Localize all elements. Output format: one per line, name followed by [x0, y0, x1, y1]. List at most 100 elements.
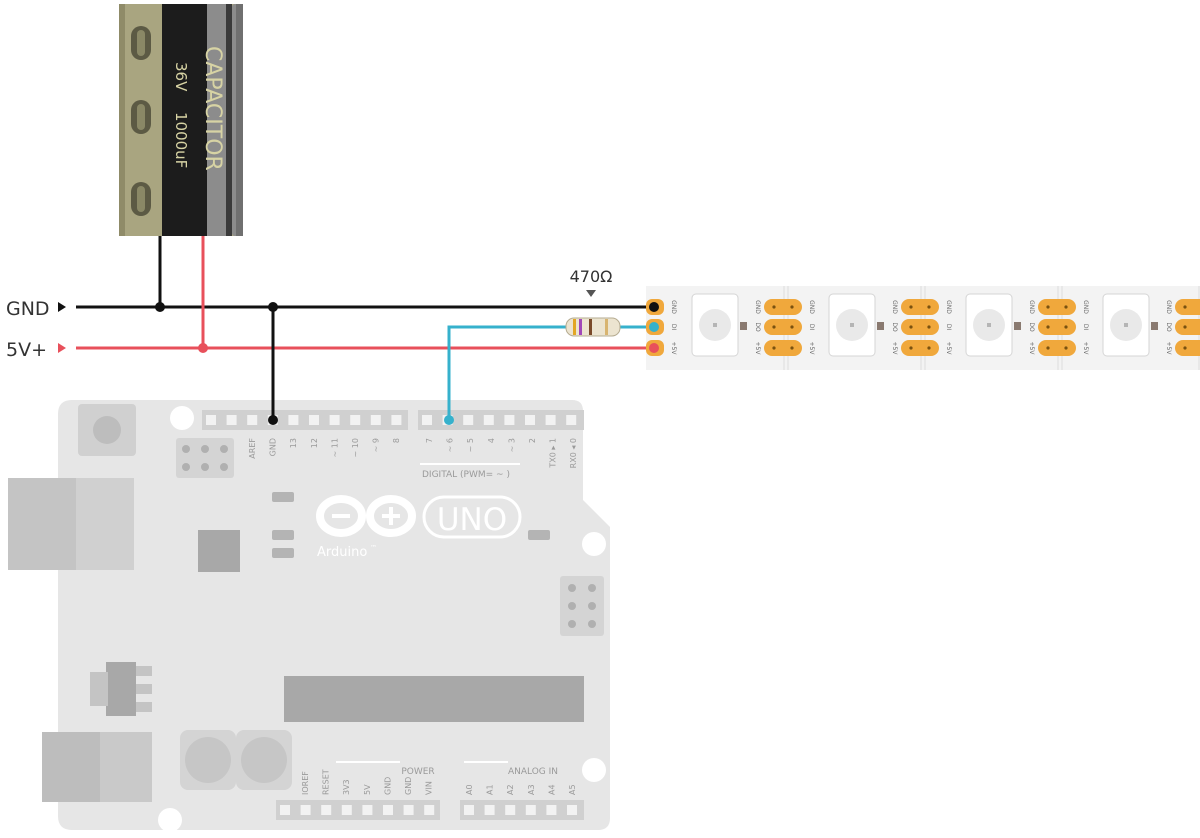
- gnd-junction: [155, 302, 165, 312]
- pin-label: ~ 3: [507, 438, 516, 452]
- strip-pad-label: +5V: [1082, 342, 1089, 356]
- strip-pad-label: +5V: [891, 342, 898, 356]
- header-pin-hole[interactable]: [247, 415, 258, 425]
- arduino-gnd-pin-dot: [268, 415, 278, 425]
- header-pin-hole[interactable]: [566, 415, 577, 425]
- header-pin-hole[interactable]: [226, 415, 237, 425]
- uno-logo-text: UNO: [437, 502, 507, 538]
- pin-label: ~ 5: [466, 438, 475, 452]
- header-pin-hole[interactable]: [483, 415, 494, 425]
- header-pin-hole[interactable]: [321, 805, 332, 815]
- resistor-band: [605, 319, 608, 335]
- gnd-arrow-icon: [58, 302, 66, 312]
- header-pin-hole[interactable]: [288, 415, 299, 425]
- header-pin-hole[interactable]: [525, 805, 536, 815]
- strip-gnd-dot: [649, 302, 659, 312]
- pin-label: IOREF: [301, 771, 310, 795]
- header-pin-hole[interactable]: [206, 415, 216, 425]
- header-pin-hole[interactable]: [403, 805, 414, 815]
- header-pin-hole[interactable]: [567, 805, 577, 815]
- mounting-hole: [158, 808, 182, 832]
- power-header: [276, 800, 440, 820]
- header-pin-hole[interactable]: [280, 805, 290, 815]
- pin-label: 4: [487, 438, 496, 443]
- pin-label: GND: [269, 438, 278, 456]
- header-pin-hole[interactable]: [350, 415, 361, 425]
- strip-pad-label: GND: [808, 300, 815, 314]
- header-pin-hole[interactable]: [383, 805, 393, 815]
- led-capacitor: [1014, 322, 1021, 330]
- header-pin-hole[interactable]: [300, 805, 311, 815]
- header-pin-hole[interactable]: [309, 415, 319, 425]
- strip-pad: [901, 319, 939, 335]
- usb-jack-face: [8, 478, 76, 570]
- vplus-arrow-icon: [58, 343, 66, 353]
- resistor-label: 470Ω: [570, 267, 613, 286]
- strip-pad-label: GND: [670, 300, 677, 314]
- strip-pad-label: GND: [1082, 300, 1089, 314]
- strip-pad-label: DO: [754, 322, 761, 332]
- analog-header-label: ANALOG IN: [508, 767, 558, 777]
- strip-pad-label: +5V: [1028, 342, 1035, 356]
- strip-pad-label: DI: [1082, 324, 1089, 331]
- pin-label: ~ 9: [372, 438, 381, 452]
- pin-label: A2: [506, 784, 515, 795]
- digital-header-label: DIGITAL (PWM= ~ ): [422, 470, 510, 480]
- mounting-hole: [582, 758, 606, 782]
- header-pin-hole[interactable]: [464, 805, 474, 815]
- pin-label: A0: [465, 784, 474, 795]
- strip-pad-label: DO: [1165, 322, 1172, 332]
- pin-label: ~ 11: [330, 438, 339, 457]
- header-pin-hole[interactable]: [546, 805, 557, 815]
- led-indicator: [272, 492, 294, 502]
- strip-pad: [764, 319, 802, 335]
- arduino-brand-text: Arduino: [317, 545, 367, 560]
- gnd-rail-label: GND: [6, 298, 50, 320]
- arduino-tm: ™: [370, 544, 377, 552]
- arduino-logo: [316, 495, 416, 537]
- header-pin-hole[interactable]: [484, 805, 495, 815]
- header-pin-hole[interactable]: [504, 415, 515, 425]
- led-indicator: [272, 548, 294, 558]
- header-pin-hole[interactable]: [545, 415, 556, 425]
- header-pin-hole[interactable]: [391, 415, 402, 425]
- strip-pad-label: GND: [754, 300, 761, 314]
- strip-pad: [1175, 340, 1200, 356]
- led-indicator: [272, 530, 294, 540]
- pin-label: VIN: [425, 781, 434, 795]
- digital-header-right: [418, 410, 584, 430]
- pin-label: GND: [383, 777, 392, 795]
- header-pin-hole[interactable]: [463, 415, 474, 425]
- pin-label: 8: [392, 438, 401, 443]
- capacitor-black-band: [162, 4, 207, 236]
- strip-pad-label: +5V: [1165, 342, 1172, 356]
- strip-pad-label: GND: [891, 300, 898, 314]
- gnd-junction: [268, 302, 278, 312]
- led-indicator: [528, 530, 550, 540]
- microcontroller-chip: [284, 676, 584, 722]
- header-pin-hole[interactable]: [362, 805, 373, 815]
- led-capacitor: [877, 322, 884, 330]
- strip-pad: [1038, 319, 1076, 335]
- header-pin-hole[interactable]: [505, 805, 516, 815]
- header-pin-hole[interactable]: [329, 415, 340, 425]
- pin-label: 13: [289, 438, 298, 448]
- header-pin-hole[interactable]: [424, 805, 435, 815]
- strip-pad: [764, 299, 802, 315]
- pin-label: A3: [527, 784, 536, 795]
- vplus-junction: [198, 343, 208, 353]
- header-pin-hole[interactable]: [422, 415, 432, 425]
- pin-label: A1: [486, 784, 495, 795]
- pin-label: A5: [568, 784, 577, 795]
- uno-badge: [422, 495, 522, 539]
- strip-pad-label: +5V: [670, 342, 677, 356]
- header-pin-hole[interactable]: [341, 805, 352, 815]
- strip-pad: [1175, 299, 1200, 315]
- arduino-pcb: [58, 400, 610, 830]
- header-pin-hole[interactable]: [370, 415, 381, 425]
- reset-button-cap[interactable]: [93, 416, 121, 444]
- icsp-header-top: [176, 438, 234, 478]
- strip-pad-label: +5V: [754, 342, 761, 356]
- pin-label: 2: [528, 438, 537, 443]
- header-pin-hole[interactable]: [525, 415, 535, 425]
